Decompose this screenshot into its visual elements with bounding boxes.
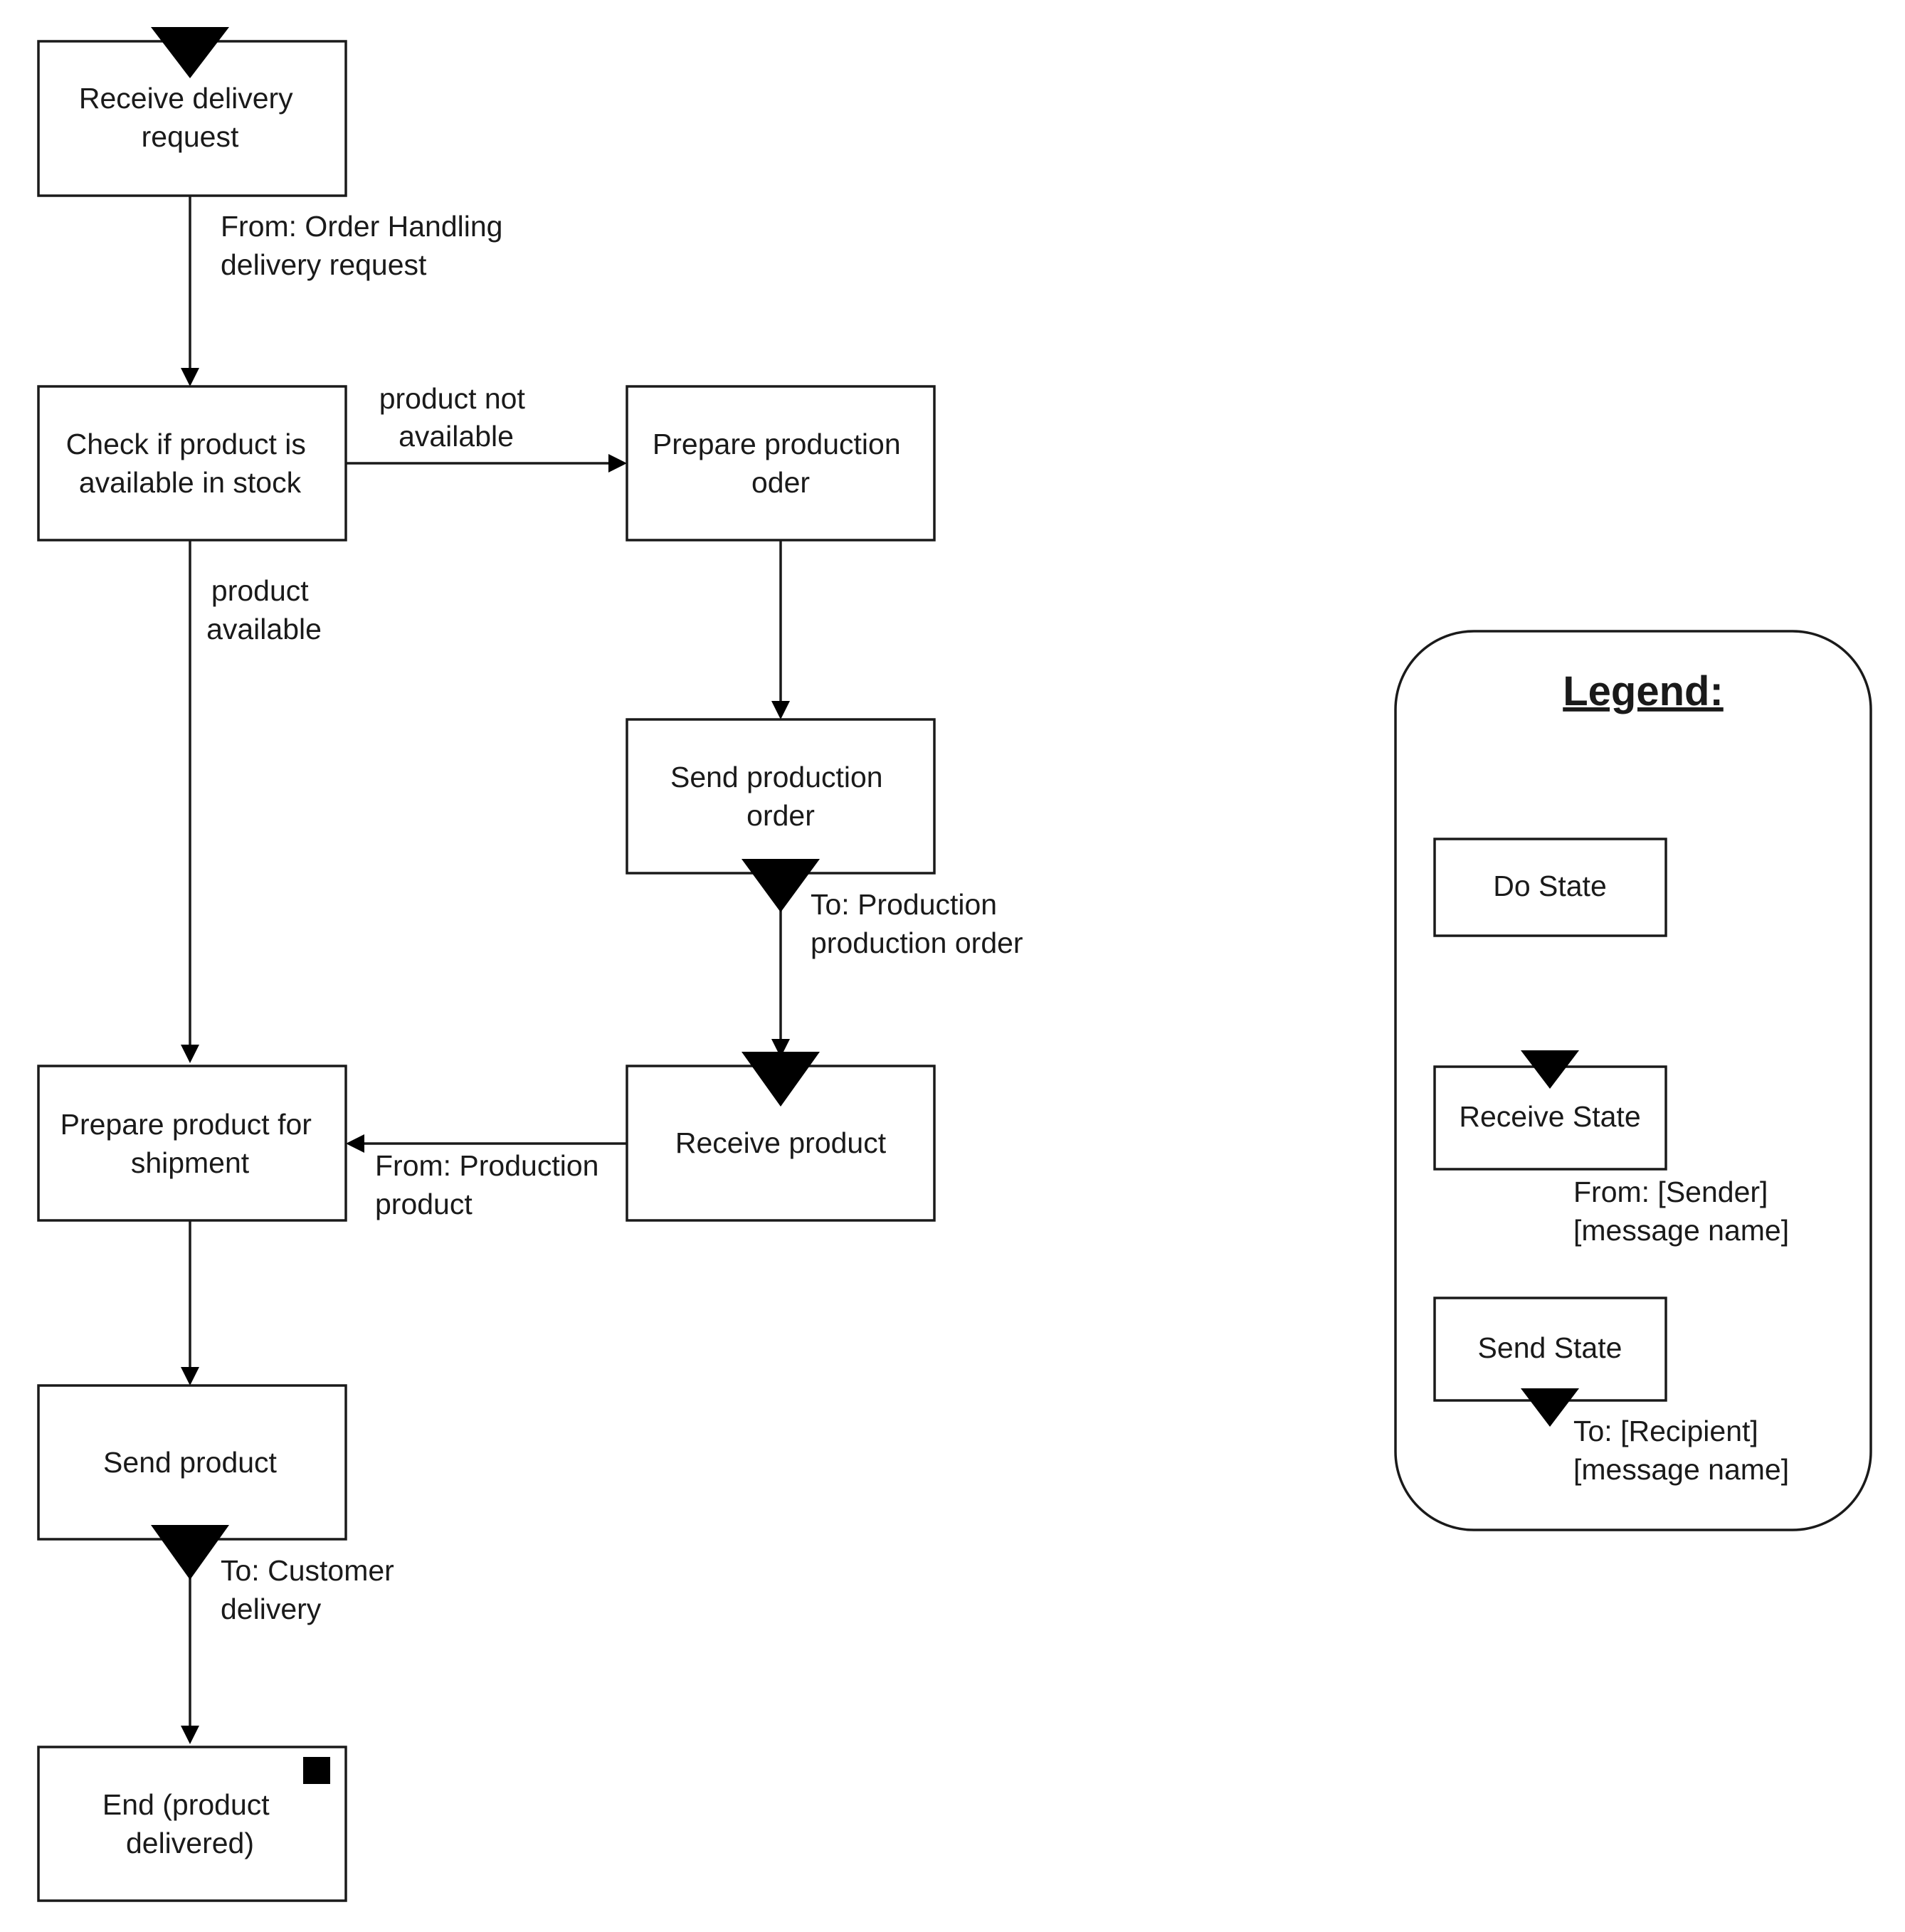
legend-note-line: To: [Recipient] xyxy=(1573,1415,1758,1447)
node-label-line: Prepare product for xyxy=(60,1108,312,1141)
edge-label-line: From: Order Handling xyxy=(221,210,502,243)
node-send-product: Send product xyxy=(37,1384,347,1580)
node-prepare-product-for-shipment: Prepare product for shipment xyxy=(37,1065,347,1222)
state-box xyxy=(37,40,347,197)
edge-label-line: From: Production xyxy=(375,1149,598,1182)
edge-label-line: product xyxy=(211,574,309,607)
legend-do-state-box xyxy=(1433,838,1667,937)
legend-send-state: Send State To: [Recipient] [message name… xyxy=(1433,1297,1789,1486)
receive-marker-icon xyxy=(151,27,229,78)
edge-label-line: available xyxy=(399,420,514,453)
node-end: End (product delivered) xyxy=(37,1746,347,1902)
send-marker-icon xyxy=(151,1525,229,1580)
edge-label-to-production: To: Production production order xyxy=(811,888,1023,959)
edge-labels: From: Order Handling delivery request pr… xyxy=(206,210,1023,1625)
node-label-line: oder xyxy=(751,466,810,499)
node-label-line: delivered) xyxy=(126,1827,254,1859)
node-receive-delivery-request: Receive delivery request xyxy=(37,27,347,197)
state-box xyxy=(626,718,936,875)
receive-marker-icon xyxy=(1521,1050,1579,1089)
node-label: Send product xyxy=(103,1446,278,1479)
node-label-line: order xyxy=(746,799,815,832)
edge-label-line: available xyxy=(206,613,322,645)
state-box xyxy=(626,385,936,542)
receive-marker-icon xyxy=(742,1052,820,1107)
state-box xyxy=(37,1065,347,1222)
node-label-line: request xyxy=(142,120,239,153)
arrowhead xyxy=(608,454,627,473)
legend-note-line: [message name] xyxy=(1573,1453,1789,1486)
node-label-line: Prepare production xyxy=(653,428,901,460)
edge-label-line: product not xyxy=(379,382,526,415)
state-box xyxy=(37,1384,347,1541)
legend-note-line: [message name] xyxy=(1573,1214,1789,1247)
edge-label-to-customer: To: Customer delivery xyxy=(221,1554,402,1625)
edge-receive-to-check xyxy=(181,196,199,386)
node-label: End (product delivered) xyxy=(102,1788,278,1859)
node-prepare-production-order: Prepare production oder xyxy=(626,385,936,542)
edge-label-line: delivery request xyxy=(221,248,427,281)
node-label: Prepare production oder xyxy=(653,428,909,499)
legend-send-state-box xyxy=(1433,1297,1667,1402)
state-box xyxy=(37,385,347,542)
edge-check-to-prepare-shipment xyxy=(181,540,199,1063)
edge-label-product-available: product available xyxy=(206,574,322,645)
edge-label-from-order-handling: From: Order Handling delivery request xyxy=(221,210,511,281)
edge-check-to-prepare-order xyxy=(346,454,627,473)
edge-label-from-production: From: Production product xyxy=(375,1149,607,1220)
legend-do-state-label: Do State xyxy=(1493,870,1607,902)
node-label-line: Receive delivery xyxy=(79,82,293,115)
edge-label-product-not-available: product not available xyxy=(379,382,534,453)
legend-title: Legend: xyxy=(1563,668,1724,714)
node-check-stock: Check if product is available in stock xyxy=(37,385,347,542)
state-box xyxy=(37,1746,347,1902)
node-label: Prepare product for shipment xyxy=(60,1108,320,1179)
node-label: Receive product xyxy=(675,1126,887,1159)
node-send-production-order: Send production order xyxy=(626,718,936,912)
node-label-line: Receive product xyxy=(675,1126,887,1159)
arrowhead xyxy=(771,701,790,719)
legend-do-state: Do State xyxy=(1433,838,1667,937)
node-receive-product: Receive product xyxy=(626,1052,936,1222)
end-marker-icon xyxy=(303,1757,330,1784)
node-label: Check if product is available in stock xyxy=(66,428,315,499)
edge-receive-product-to-prepare-shipment xyxy=(346,1134,627,1153)
edge-label-line: product xyxy=(375,1188,473,1220)
legend-send-state-label: Send State xyxy=(1478,1331,1622,1364)
legend-receive-state-label: Receive State xyxy=(1459,1100,1640,1133)
send-marker-icon xyxy=(1521,1388,1579,1427)
arrowhead xyxy=(181,368,199,386)
node-label-line: available in stock xyxy=(79,466,302,499)
edge-label-line: To: Customer xyxy=(221,1554,394,1587)
edge-prepare-shipment-to-send-product xyxy=(181,1220,199,1385)
arrowhead xyxy=(181,1726,199,1744)
edge-label-line: To: Production xyxy=(811,888,997,921)
arrowhead xyxy=(771,1039,790,1057)
edge-label-line: delivery xyxy=(221,1593,322,1625)
node-label-line: Check if product is xyxy=(66,428,306,460)
node-label-line: Send product xyxy=(103,1446,278,1479)
legend-receive-state: Receive State From: [Sender] [message na… xyxy=(1433,1050,1789,1247)
send-marker-icon xyxy=(742,859,820,912)
legend: Legend: Do State Receive State From: [Se… xyxy=(1394,630,1872,1531)
node-label-line: End (product xyxy=(102,1788,270,1821)
edge-label-line: production order xyxy=(811,927,1023,959)
edge-prepare-order-to-send-order xyxy=(771,540,790,719)
node-label-line: shipment xyxy=(131,1146,250,1179)
node-label-line: Send production xyxy=(670,761,883,793)
arrowhead xyxy=(346,1134,364,1153)
legend-receive-note: From: [Sender] [message name] xyxy=(1573,1176,1789,1247)
legend-send-note: To: [Recipient] [message name] xyxy=(1573,1415,1789,1486)
node-label: Receive delivery request xyxy=(79,82,301,153)
node-label: Send production order xyxy=(670,761,891,832)
arrowhead xyxy=(181,1045,199,1063)
legend-note-line: From: [Sender] xyxy=(1573,1176,1768,1208)
edges xyxy=(181,196,790,1744)
arrowhead xyxy=(181,1367,199,1385)
